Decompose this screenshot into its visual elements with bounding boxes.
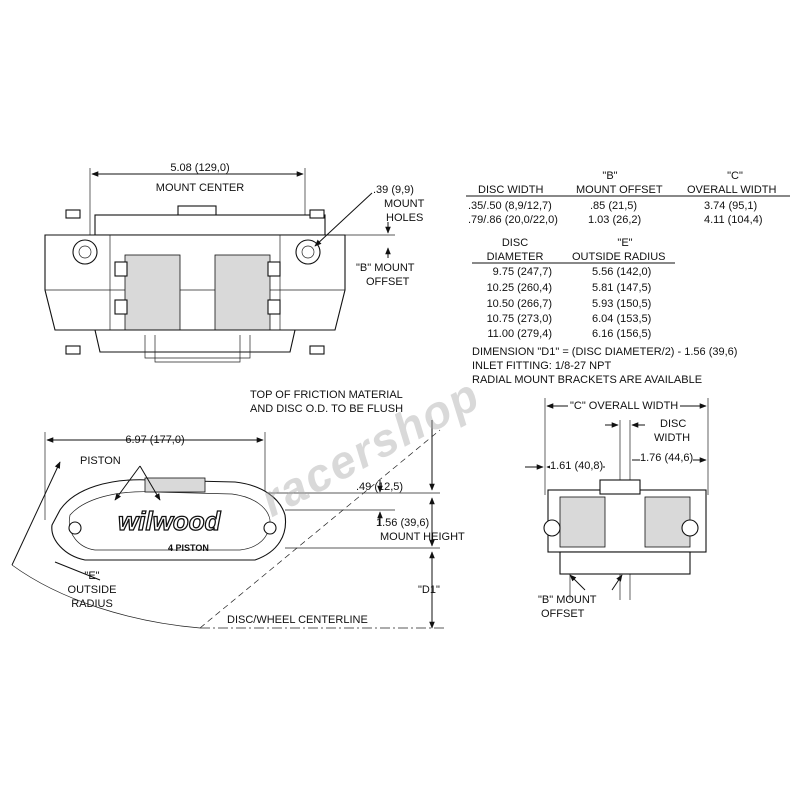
- table2-row2-rad: 5.93 (150,5): [592, 298, 652, 310]
- table2-col-outside-radius: OUTSIDE RADIUS: [572, 251, 666, 263]
- note-radial-brackets: RADIAL MOUNT BRACKETS ARE AVAILABLE: [472, 374, 703, 386]
- wilwood-logo: wilwood: [117, 506, 221, 536]
- mount-holes-dim: .39 (9,9): [373, 184, 414, 196]
- table1-row1-overall: 4.11 (104,4): [704, 214, 763, 226]
- end-b-mount-1: "B" MOUNT: [538, 594, 597, 606]
- table1-row1-offset: 1.03 (26,2): [588, 214, 642, 226]
- dim-176: 1.76 (44,6): [640, 452, 694, 465]
- overall-length-dim: 6.97 (177,0): [125, 434, 185, 446]
- table2-col-diameter: DIAMETER: [486, 251, 544, 263]
- table2-row1-dia: 10.25 (260,4): [486, 282, 552, 294]
- disc-width-label-2: WIDTH: [654, 432, 691, 444]
- table2-row1-rad: 5.81 (147,5): [592, 282, 652, 294]
- friction-note-2: AND DISC O.D. TO BE FLUSH: [250, 403, 404, 415]
- table2-row0-dia: 9.75 (247,7): [492, 266, 552, 278]
- end-b-mount-2: OFFSET: [541, 608, 585, 620]
- top-view: [44, 168, 395, 363]
- top-b-mount-offset-2: OFFSET: [366, 276, 410, 288]
- note-inlet-fitting: INLET FITTING: 1/8-27 NPT: [472, 360, 612, 372]
- table1-col-overall-width: OVERALL WIDTH: [687, 184, 777, 196]
- mount-height-label: MOUNT HEIGHT: [380, 531, 465, 543]
- table2-row4-dia: 11.00 (279,4): [487, 328, 552, 340]
- table2-row2-dia: 10.50 (266,7): [486, 298, 552, 310]
- disc-width-label-1: DISC: [660, 418, 687, 430]
- top-b-mount-offset-1: "B" MOUNT: [356, 262, 415, 274]
- mount-center-dim: 5.08 (129,0): [170, 162, 230, 174]
- table1-head-c: "C": [727, 170, 743, 182]
- mount-center-label: MOUNT CENTER: [155, 182, 245, 194]
- table1-col-mount-offset: MOUNT OFFSET: [576, 184, 663, 196]
- table2-row4-rad: 6.16 (156,5): [592, 328, 652, 340]
- c-overall-width-label: "C" OVERALL WIDTH: [568, 400, 681, 413]
- table1-head-b: "B": [602, 170, 618, 182]
- table2-col2-top: "E": [617, 237, 633, 249]
- friction-note-1: TOP OF FRICTION MATERIAL: [250, 389, 403, 401]
- note-d1-formula: DIMENSION "D1" = (DISC DIAMETER/2) - 1.5…: [472, 346, 738, 358]
- e-label-3: RADIUS: [71, 598, 113, 610]
- e-label-2: OUTSIDE: [67, 584, 117, 596]
- end-view: [525, 398, 709, 600]
- e-label-1: "E": [84, 570, 100, 582]
- mount-height-dim: 1.56 (39,6): [376, 517, 430, 529]
- side-view: [11, 420, 445, 629]
- table2-row3-rad: 6.04 (153,5): [592, 313, 652, 325]
- d1-label: "D1": [418, 584, 440, 596]
- dim-161: 1.61 (40,8): [550, 460, 604, 473]
- dim-49: .49 (12,5): [356, 481, 404, 493]
- centerline-label: DISC/WHEEL CENTERLINE: [227, 614, 368, 626]
- table1-col-disc-width: DISC WIDTH: [478, 184, 544, 196]
- table1-row1-width: .79/.86 (20,0/22,0): [468, 214, 558, 226]
- table2-col1-top: DISC: [501, 237, 529, 249]
- mount-holes-label-2: HOLES: [386, 212, 424, 224]
- piston-count-marking: 4 PISTON: [168, 543, 209, 553]
- mount-holes-label-1: MOUNT: [384, 198, 425, 210]
- table1-row0-width: .35/.50 (8,9/12,7): [468, 200, 552, 212]
- table2-row3-dia: 10.75 (273,0): [486, 313, 552, 325]
- table1-row0-overall: 3.74 (95,1): [704, 200, 758, 212]
- piston-label: PISTON: [80, 455, 121, 467]
- table2-row0-rad: 5.56 (142,0): [592, 266, 652, 278]
- table1-row0-offset: .85 (21,5): [590, 200, 638, 212]
